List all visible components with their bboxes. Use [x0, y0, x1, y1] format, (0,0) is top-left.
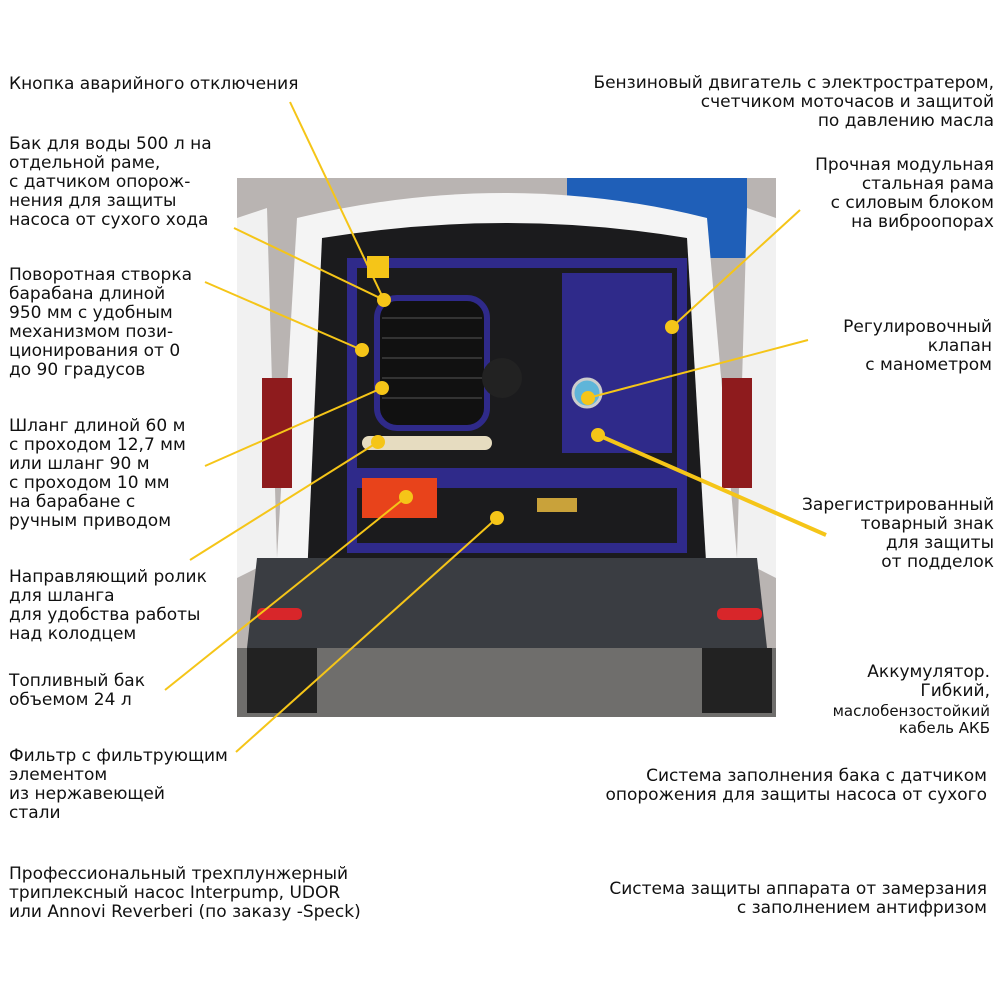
label-fuel-tank: Топливный бак объемом 24 л: [9, 671, 145, 710]
label-pump: Профессиональный трехплунжерный триплекс…: [9, 864, 361, 922]
label-engine: Бензиновый двигатель с электростратером,…: [593, 73, 994, 131]
label-fill-system: Система заполнения бака с датчиком опоро…: [605, 766, 987, 805]
label-filter: Фильтр с фильтрующим элементом из нержав…: [9, 746, 228, 823]
label-battery: Аккумулятор. Гибкий,: [867, 662, 990, 701]
label-battery-cable: маслобензостойкий кабель АКБ: [832, 702, 990, 737]
label-swivel-door: Поворотная створка барабана длиной 950 м…: [9, 265, 193, 380]
label-water-tank: Бак для воды 500 л на отдельной раме, с …: [9, 134, 212, 230]
label-valve: Регулировочный клапан с манометром: [843, 317, 992, 375]
label-antifreeze: Система защиты аппарата от замерзания с …: [609, 879, 987, 918]
product-photo: [237, 178, 776, 717]
label-frame: Прочная модульная стальная рама с силовы…: [815, 155, 994, 232]
label-guide-roller: Направляющий ролик для шланга для удобст…: [9, 567, 207, 644]
label-hose: Шланг длиной 60 м с проходом 12,7 мм или…: [9, 416, 186, 531]
label-trademark: Зарегистрированный товарный знак для защ…: [802, 495, 994, 572]
label-emergency-button: Кнопка аварийного отключения: [9, 74, 299, 94]
